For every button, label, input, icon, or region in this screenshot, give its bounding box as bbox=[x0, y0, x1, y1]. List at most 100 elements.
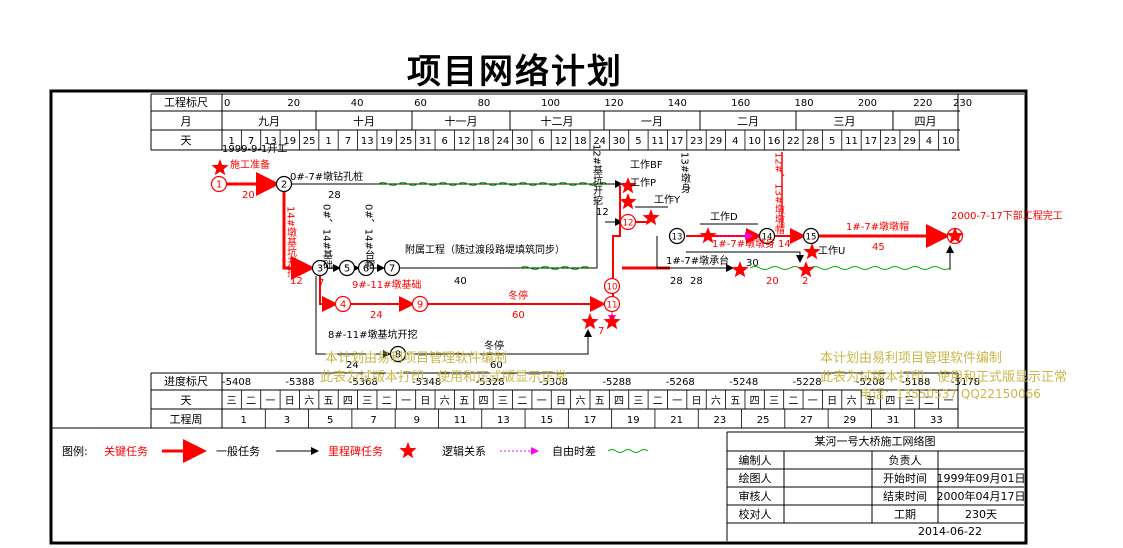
day-label-cell: 6 bbox=[442, 136, 448, 147]
day-label-cell: 31 bbox=[419, 136, 432, 147]
node-3: 3 bbox=[311, 259, 329, 277]
float-line-right bbox=[749, 266, 951, 270]
end-time-value: 2000年04月17日 bbox=[937, 489, 1026, 503]
node-label: 2 bbox=[281, 180, 287, 191]
node-label: 11 bbox=[607, 301, 618, 311]
weekday-cell: 三 bbox=[227, 396, 237, 407]
weekday-cell: 一 bbox=[265, 396, 275, 407]
node-8: 8 bbox=[389, 345, 407, 363]
task-winter-1-dur: 60 bbox=[512, 310, 525, 321]
progress-tick-label: -5188 bbox=[901, 377, 930, 388]
weekday-cell: 四 bbox=[885, 396, 895, 407]
node-circle bbox=[758, 227, 776, 245]
weekday-cell: 二 bbox=[788, 396, 798, 407]
scale-tick-label: 60 bbox=[414, 98, 427, 109]
task-9-11-found-dur: 24 bbox=[370, 310, 383, 321]
link-u bbox=[686, 251, 804, 263]
node-label: 4 bbox=[340, 300, 346, 311]
label-7b: 7 bbox=[598, 326, 604, 337]
task-14-dig-name: 14#墩基坑开挖 bbox=[285, 206, 297, 277]
weekday-cell: 一 bbox=[808, 396, 818, 407]
day-label-cell: 10 bbox=[942, 136, 955, 147]
node-circle bbox=[275, 175, 293, 193]
scale-tick-label: 140 bbox=[668, 98, 687, 109]
task-winter-1-name: 冬停 bbox=[508, 289, 528, 302]
network-links bbox=[219, 152, 954, 358]
weekday-label: 天 bbox=[181, 394, 192, 407]
weekday-cell: 一 bbox=[943, 396, 953, 407]
progress-tick-label: -5208 bbox=[856, 377, 885, 388]
month-label-cell: 三月 bbox=[834, 115, 856, 128]
weekday-cell: 一 bbox=[672, 396, 682, 407]
node-label: 1 bbox=[216, 180, 222, 191]
weekday-cell: 四 bbox=[343, 396, 353, 407]
node-circle bbox=[619, 213, 637, 231]
bottom-scale bbox=[51, 372, 1024, 429]
link-8-up bbox=[407, 329, 592, 355]
day-label-cell: 12 bbox=[458, 136, 471, 147]
milestone-star bbox=[642, 209, 660, 226]
month-label-cell: 十一月 bbox=[445, 114, 478, 128]
critical-link-3-4 bbox=[319, 276, 338, 312]
day-label-cell: 29 bbox=[903, 136, 916, 147]
progress-tick-label: -5178 bbox=[951, 377, 980, 388]
week-cell: 9 bbox=[414, 415, 420, 426]
progress-tick-label: -5308 bbox=[539, 377, 568, 388]
manager-label: 负责人 bbox=[889, 453, 922, 467]
checker-label: 校对人 bbox=[739, 507, 772, 521]
weekday-cell: 六 bbox=[711, 395, 721, 407]
critical-link-2-3 bbox=[282, 192, 315, 280]
watermark-line2-left: 此表为试版本打印，使用和正式版显示正常 bbox=[320, 369, 567, 385]
month-label-cell: 二月 bbox=[737, 115, 759, 128]
weekday-cell: 五 bbox=[595, 396, 605, 407]
node-7: 7 bbox=[383, 259, 401, 277]
day-label-cell: 23 bbox=[884, 136, 897, 147]
reviewer-label: 审核人 bbox=[739, 489, 772, 503]
node-circle bbox=[357, 259, 375, 277]
day-label-cell: 4 bbox=[732, 136, 738, 147]
progress-tick-label: -5368 bbox=[349, 377, 378, 388]
watermark-line1-left: 本计划由易利项目管理软件编制 bbox=[325, 351, 507, 366]
node-circle bbox=[389, 345, 407, 363]
week-cell: 11 bbox=[454, 415, 467, 426]
progress-tick-label: -5228 bbox=[793, 377, 822, 388]
weekday-cell: 一 bbox=[401, 396, 411, 407]
day-label-cell: 30 bbox=[613, 136, 626, 147]
node-4: 4 bbox=[334, 295, 352, 313]
node-circle bbox=[603, 295, 621, 313]
day-label-cell: 19 bbox=[380, 136, 393, 147]
week-cell: 17 bbox=[584, 415, 597, 426]
week-cell: 7 bbox=[370, 415, 376, 426]
milestone-star bbox=[803, 243, 821, 260]
weekday-cell: 二 bbox=[246, 396, 256, 407]
node-label: 15 bbox=[806, 233, 817, 243]
task-prep-name: 施工准备 bbox=[230, 158, 270, 171]
task-0-14-cap-name: 0#、14#台帽 bbox=[363, 204, 375, 271]
node-12: 12 bbox=[619, 213, 637, 231]
node-circle bbox=[802, 227, 820, 245]
day-label-cell: 6 bbox=[538, 136, 544, 147]
month-label-cell: 十月 bbox=[353, 114, 375, 128]
milestone-star bbox=[797, 261, 815, 278]
day-label-cell: 18 bbox=[477, 136, 490, 147]
day-label-cell: 28 bbox=[806, 136, 819, 147]
day-label-cell: 1 bbox=[228, 136, 234, 147]
day-label-cell: 13 bbox=[264, 136, 277, 147]
scale-tick-label: 80 bbox=[478, 98, 491, 109]
weekday-cell: 日 bbox=[692, 396, 702, 407]
week-label: 工程周 bbox=[170, 413, 203, 426]
node-label: 10 bbox=[607, 283, 618, 293]
day-label-cell: 5 bbox=[829, 136, 835, 147]
node-circle bbox=[338, 259, 356, 277]
node-label: 14 bbox=[762, 233, 773, 243]
task-pier-base-dur: 30 bbox=[746, 258, 759, 269]
node-label: 12 bbox=[623, 219, 634, 229]
progress-tick-label: -5268 bbox=[666, 377, 695, 388]
node-circle bbox=[668, 227, 686, 245]
task-14-dig-dur: 12 bbox=[290, 276, 303, 287]
weekday-cell: 日 bbox=[420, 396, 430, 407]
weekday-cell: 三 bbox=[362, 396, 372, 407]
task-p-name: 工作P bbox=[630, 177, 656, 189]
